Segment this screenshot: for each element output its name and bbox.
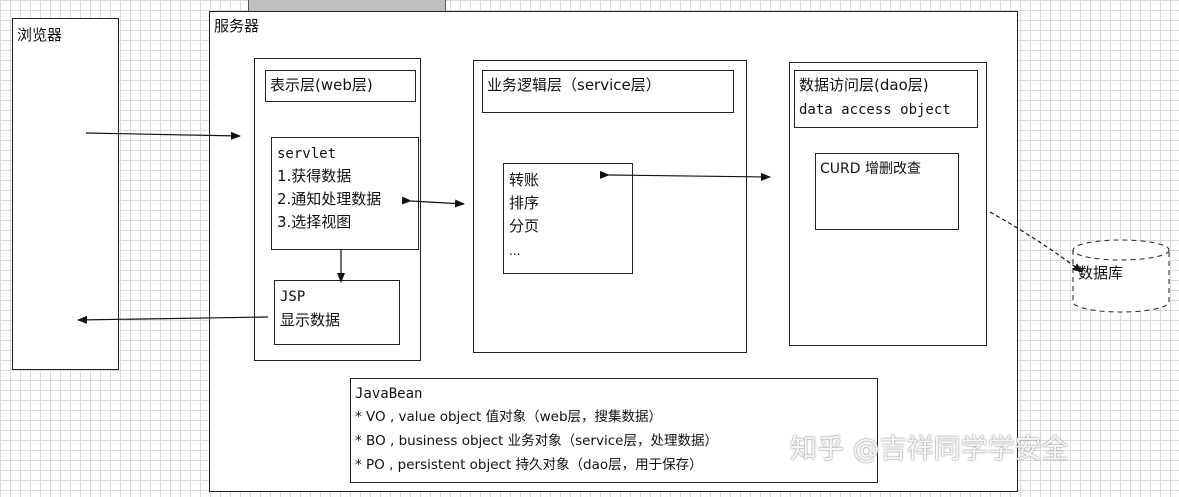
service-item-more: ... [509,244,521,258]
servlet-step-2: 2.通知处理数据 [277,190,382,208]
service-item-sort: 排序 [509,194,540,212]
javabean-line-vo: * VO , value object 值对象（web层，搜集数据） [355,409,663,425]
jsp-box: JSP 显示数据 [274,280,400,345]
servlet-box: servlet 1.获得数据 2.通知处理数据 3.选择视图 [271,137,419,250]
javabean-title: JavaBean [355,386,423,402]
database-label: 数据库 [1078,264,1124,282]
dao-layer-title-box: 数据访问层(dao层) data access object [794,70,978,128]
watermark: 知乎 @吉祥同学学安全 [790,434,1069,465]
service-items-box: 转账 排序 分页 ... [503,163,633,274]
dao-layer-title: 数据访问层(dao层) [799,76,929,94]
server-title: 服务器 [214,17,260,35]
browser-title: 浏览器 [17,26,63,44]
servlet-step-1: 1.获得数据 [277,167,352,185]
servlet-name: servlet [277,146,337,162]
javabean-line-po: * PO , persistent object 持久对象（dao层，用于保存） [355,457,703,473]
service-item-paging: 分页 [509,217,540,235]
presentation-layer-title-box: 表示层(web层) [265,70,416,102]
presentation-layer-title: 表示层(web层) [270,76,373,94]
crud-label: CURD 增删改查 [820,161,921,177]
jsp-name: JSP [280,289,306,305]
jsp-desc: 显示数据 [280,311,341,329]
javabean-box: JavaBean * VO , value object 值对象（web层，搜集… [350,378,878,483]
servlet-step-3: 3.选择视图 [277,213,352,231]
service-item-transfer: 转账 [509,171,540,189]
dao-layer-subtitle: data access object [799,102,951,118]
browser-box: 浏览器 [12,18,119,370]
service-layer-title: 业务逻辑层（service层） [487,76,661,94]
top-strip [248,0,446,12]
crud-box: CURD 增删改查 [815,153,959,230]
service-layer-title-box: 业务逻辑层（service层） [482,70,734,113]
javabean-line-bo: * BO , business object 业务对象（service层，处理数… [355,433,718,449]
